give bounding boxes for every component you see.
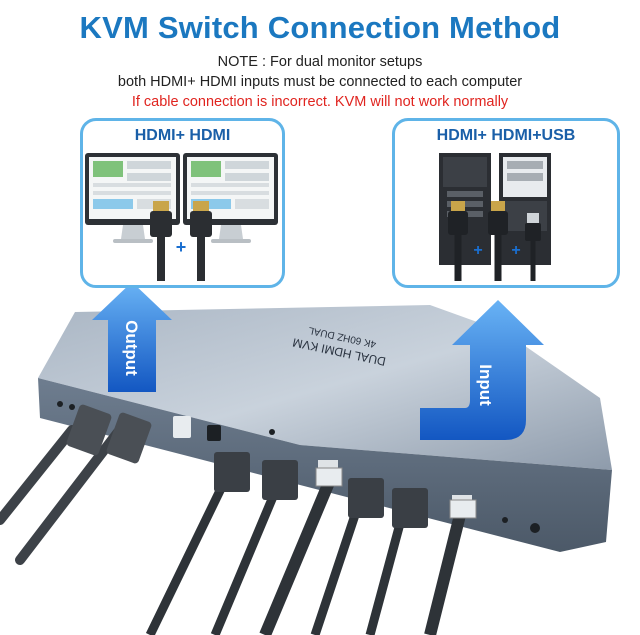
- right-connection-panel: HDMI+ HDMI+USB + +: [392, 118, 620, 288]
- note-line-2: both HDMI+ HDMI inputs must be connected…: [117, 74, 523, 90]
- output-hdmi-cables: [0, 404, 152, 565]
- output-label: Output: [122, 320, 141, 376]
- input-label: Input: [476, 364, 495, 406]
- page-title: KVM Switch Connection Method: [79, 10, 561, 45]
- plus-sign-left: +: [176, 237, 187, 257]
- input-cables: [145, 452, 477, 635]
- usb-port: [173, 416, 191, 438]
- dual-monitor-illustration: +: [85, 153, 278, 281]
- note-line-1: NOTE : For dual monitor setups: [217, 54, 423, 70]
- hdmi-port-cam: [207, 425, 221, 441]
- left-panel-label: HDMI+ HDMI: [134, 127, 231, 144]
- dual-pc-illustration: + +: [439, 153, 551, 281]
- output-arrow: Output: [92, 282, 172, 392]
- right-panel-label: HDMI+ HDMI+USB: [436, 127, 576, 144]
- led-indicator: [269, 429, 275, 435]
- warning-text: If cable connection is incorrect. KVM wi…: [131, 94, 509, 110]
- input-arrow: Input: [420, 300, 544, 440]
- plus-sign-right-1: +: [473, 242, 482, 259]
- plus-sign-right-2: +: [511, 242, 520, 259]
- left-connection-panel: HDMI+ HDMI +: [80, 118, 285, 288]
- power-jack: [530, 523, 540, 533]
